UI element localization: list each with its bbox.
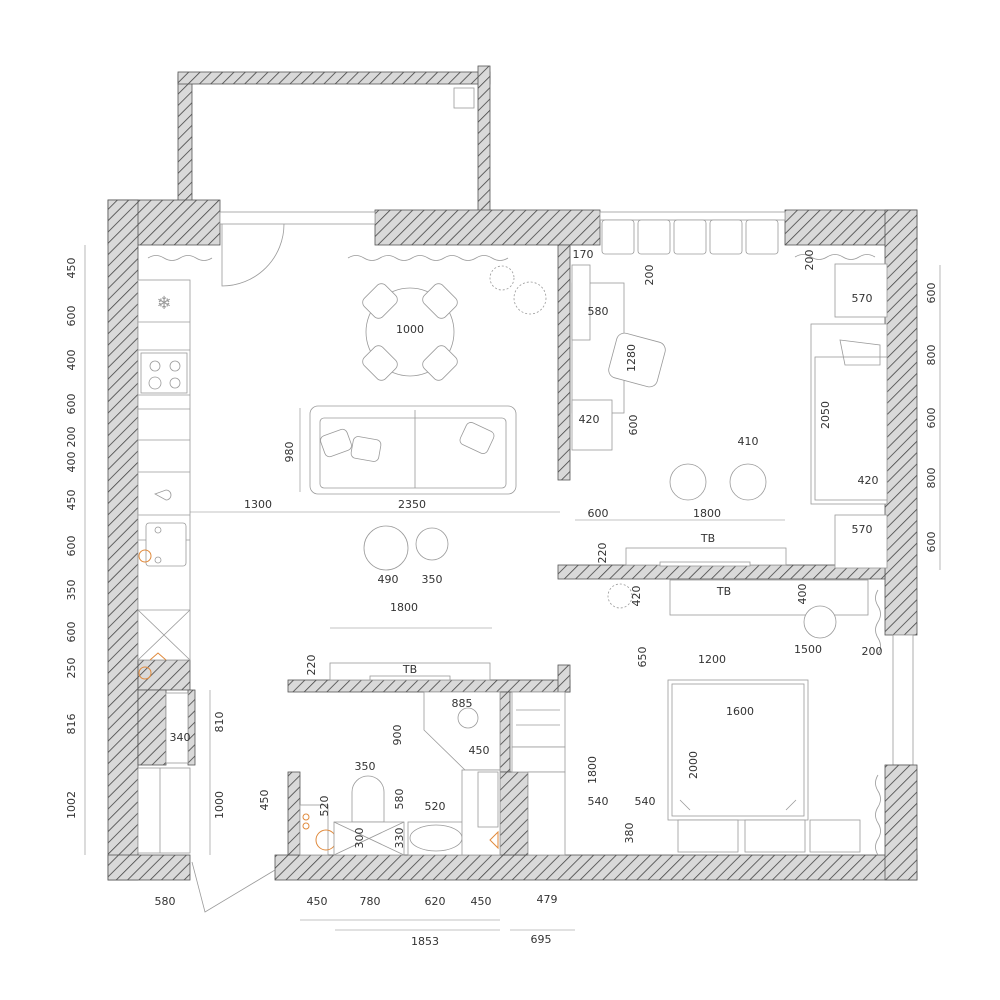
dim-label: 650 bbox=[636, 647, 649, 668]
sofa bbox=[309, 405, 517, 495]
coffee-table-small bbox=[415, 527, 449, 561]
dining-table bbox=[362, 283, 458, 381]
dim-label: 200 bbox=[862, 645, 883, 658]
dim-label: 350 bbox=[355, 760, 376, 773]
dim-label: 1000 bbox=[396, 323, 424, 336]
furniture: ❄ bbox=[137, 219, 888, 913]
dim-label: 1600 bbox=[726, 705, 754, 718]
coffee-table bbox=[363, 525, 409, 571]
dim-label: 479 bbox=[537, 893, 558, 906]
dim-label: 420 bbox=[858, 474, 879, 487]
dim-label: 400 bbox=[65, 452, 78, 473]
dim-label: 780 bbox=[360, 895, 381, 908]
dim-label: 340 bbox=[170, 731, 191, 744]
dim-label: 900 bbox=[391, 725, 404, 746]
dim-label: 600 bbox=[588, 507, 609, 520]
dim-label: 1200 bbox=[698, 653, 726, 666]
dim-label: 520 bbox=[318, 796, 331, 817]
dim-label: 1800 bbox=[390, 601, 418, 614]
dim-label: 400 bbox=[796, 584, 809, 605]
dim-label: 400 bbox=[65, 350, 78, 371]
dim-label: 170 bbox=[573, 248, 594, 261]
dim-label: 600 bbox=[65, 622, 78, 643]
dim-label: 1280 bbox=[625, 344, 638, 372]
dim-label: 800 bbox=[925, 345, 938, 366]
dim-label: 885 bbox=[452, 697, 473, 710]
dim-label: 980 bbox=[283, 442, 296, 463]
dim-label: 200 bbox=[65, 427, 78, 448]
tv-label: TB bbox=[402, 663, 417, 676]
toilet bbox=[351, 775, 385, 823]
dim-label: 580 bbox=[393, 789, 406, 810]
dim-label: 1500 bbox=[794, 643, 822, 656]
dim-label: 490 bbox=[378, 573, 399, 586]
bed bbox=[667, 679, 861, 853]
radiator bbox=[601, 219, 779, 255]
dim-label: 2050 bbox=[819, 401, 832, 429]
dim-label: 2350 bbox=[398, 498, 426, 511]
dim-label: 410 bbox=[738, 435, 759, 448]
dim-label: 1000 bbox=[213, 791, 226, 819]
kitchen-counter: ❄ bbox=[137, 279, 191, 680]
balcony-door bbox=[221, 223, 285, 287]
dimension-labels: 450 600 400 600 200 400 450 600 350 600 … bbox=[65, 248, 938, 948]
fridge-icon: ❄ bbox=[156, 293, 171, 314]
dim-label: 800 bbox=[925, 468, 938, 489]
dim-label: 540 bbox=[588, 795, 609, 808]
dim-label: 350 bbox=[65, 580, 78, 601]
armchair bbox=[608, 332, 666, 388]
entrance-door bbox=[191, 861, 276, 913]
dim-label: 600 bbox=[627, 415, 640, 436]
dim-label: 1853 bbox=[411, 935, 439, 948]
dim-label: 300 bbox=[353, 828, 366, 849]
dim-label: 810 bbox=[213, 712, 226, 733]
dim-label: 600 bbox=[65, 306, 78, 327]
dim-label: 220 bbox=[305, 655, 318, 676]
dim-label: 1800 bbox=[586, 756, 599, 784]
dim-label: 1300 bbox=[244, 498, 272, 511]
dim-label: 450 bbox=[471, 895, 492, 908]
dim-label: 450 bbox=[258, 790, 271, 811]
tv-label: TB bbox=[700, 532, 715, 545]
tv-label: TB bbox=[716, 585, 731, 598]
dim-label: 1800 bbox=[693, 507, 721, 520]
walls bbox=[107, 65, 918, 881]
dim-label: 520 bbox=[425, 800, 446, 813]
sink bbox=[145, 522, 187, 567]
dim-label: 250 bbox=[65, 658, 78, 679]
dim-label: 1002 bbox=[65, 791, 78, 819]
dimension-lines bbox=[84, 245, 941, 931]
dim-label: 600 bbox=[925, 408, 938, 429]
dim-label: 816 bbox=[65, 714, 78, 735]
dim-label: 330 bbox=[393, 828, 406, 849]
dim-label: 600 bbox=[925, 283, 938, 304]
dim-label: 540 bbox=[635, 795, 656, 808]
dim-label: 450 bbox=[65, 258, 78, 279]
dim-label: 450 bbox=[469, 744, 490, 757]
dim-label: 570 bbox=[852, 292, 873, 305]
dim-label: 570 bbox=[852, 523, 873, 536]
dim-label: 600 bbox=[65, 394, 78, 415]
dim-label: 600 bbox=[65, 536, 78, 557]
dim-label: 220 bbox=[596, 543, 609, 564]
washbasin bbox=[409, 824, 463, 852]
dim-label: 450 bbox=[65, 490, 78, 511]
dim-label: 600 bbox=[925, 532, 938, 553]
dim-label: 420 bbox=[579, 413, 600, 426]
dim-label: 420 bbox=[630, 586, 643, 607]
stove bbox=[140, 352, 188, 394]
dim-label: 2000 bbox=[687, 751, 700, 779]
dim-label: 200 bbox=[803, 250, 816, 271]
dim-label: 380 bbox=[623, 823, 636, 844]
dim-label: 695 bbox=[531, 933, 552, 946]
dim-label: 350 bbox=[422, 573, 443, 586]
dim-label: 580 bbox=[588, 305, 609, 318]
dim-label: 580 bbox=[155, 895, 176, 908]
dim-label: 200 bbox=[643, 265, 656, 286]
dim-label: 450 bbox=[307, 895, 328, 908]
dim-label: 620 bbox=[425, 895, 446, 908]
